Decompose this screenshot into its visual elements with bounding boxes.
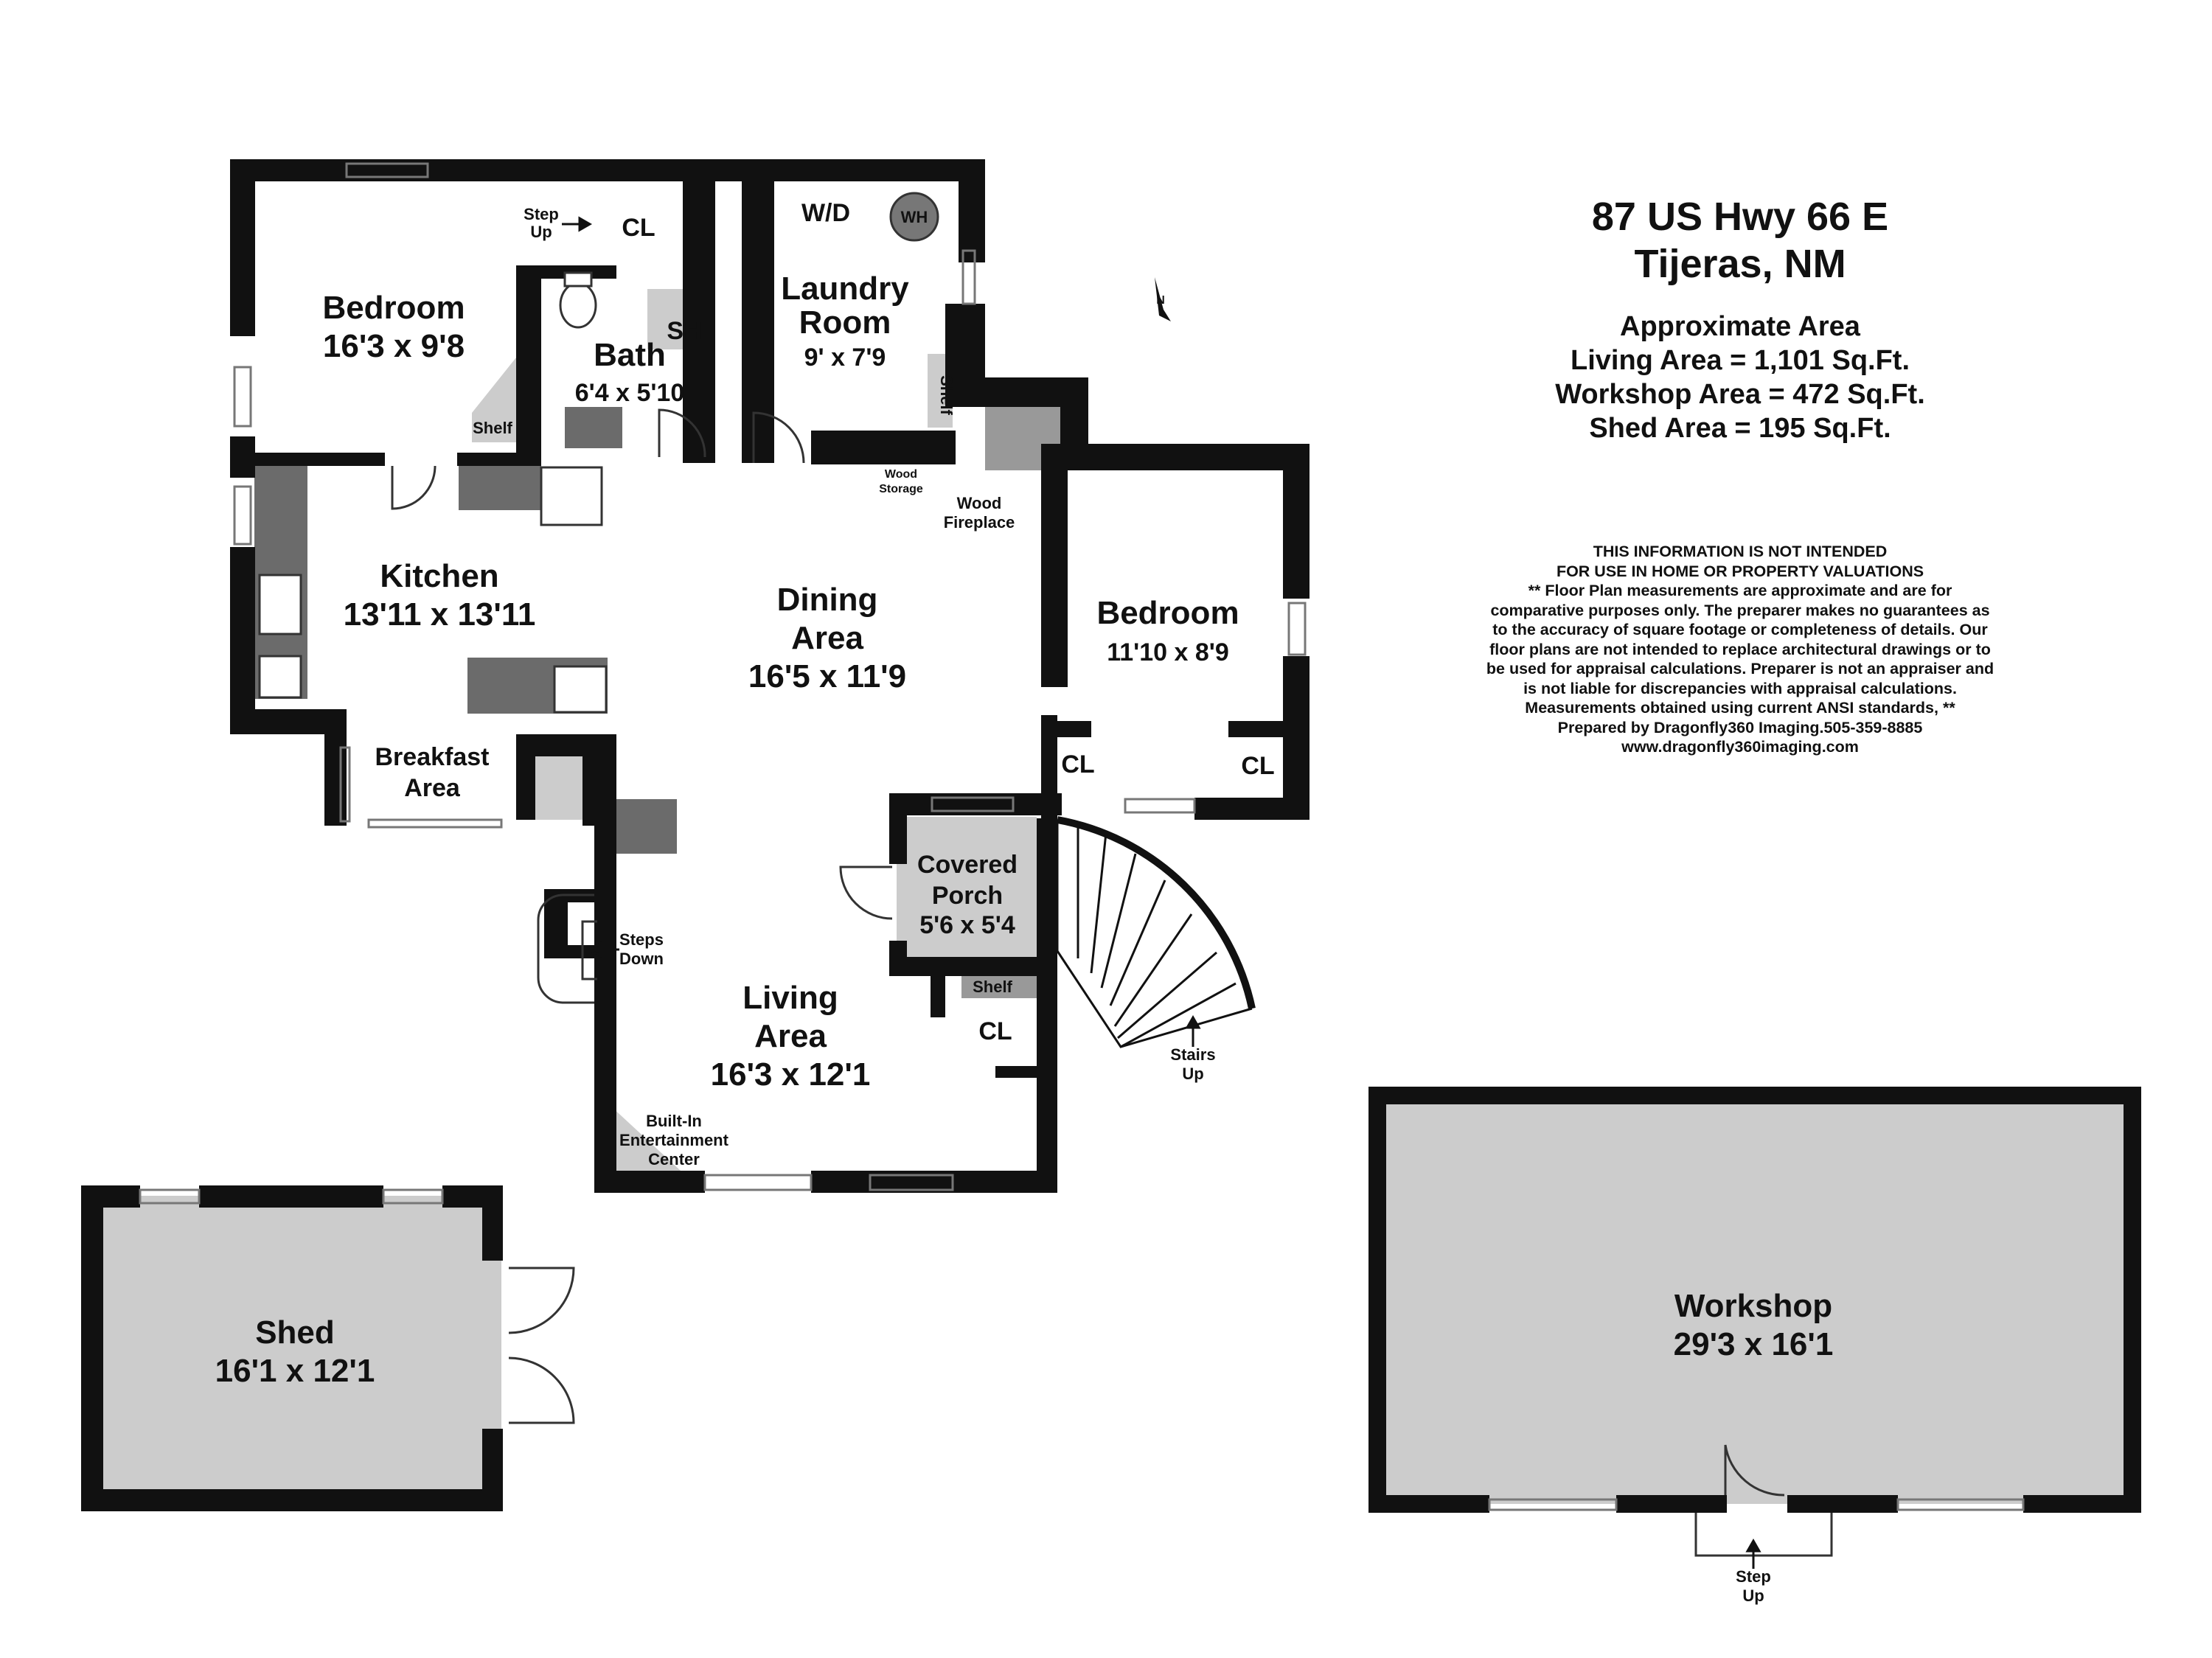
area-shed: Shed Area = 195 Sq.Ft. (1589, 413, 1891, 444)
dining-name1: Dining (777, 582, 878, 618)
shed-name: Shed (255, 1314, 335, 1351)
shed-dims: 16'1 x 12'1 (215, 1353, 375, 1389)
shelf-label-1: Shelf (473, 419, 512, 437)
disclaimer-line: THIS INFORMATION IS NOT INTENDED (1593, 543, 1888, 560)
bedroom1-name: Bedroom (322, 290, 465, 326)
fireplace-insert (612, 799, 677, 854)
step-up-label-2: Up (530, 223, 552, 241)
fixtures (258, 192, 939, 714)
bedroom2-name: Bedroom (1096, 595, 1239, 631)
disclaimer-line: is not liable for discrepancies with app… (1523, 679, 1957, 697)
curved-stairs (1056, 816, 1256, 1048)
disclaimer-line: ** Floor Plan measurements are approxima… (1528, 582, 1952, 599)
stairs-up-label-1: Stairs (1170, 1045, 1215, 1064)
washer-dryer-label: W/D (801, 199, 850, 227)
shower-label: SH (667, 317, 701, 345)
area-workshop: Workshop Area = 472 Sq.Ft. (1555, 379, 1925, 410)
living-dims: 16'3 x 12'1 (711, 1056, 871, 1093)
north-arrow-icon: N (1155, 277, 1171, 321)
entertainment-label-1: Built-In (646, 1112, 702, 1130)
disclaimer: THIS INFORMATION IS NOT INTENDED FOR USE… (1445, 542, 2035, 757)
porch-name1: Covered (917, 851, 1018, 879)
disclaimer-line: www.dragonfly360imaging.com (1621, 738, 1859, 756)
disclaimer-line: to the accuracy of square footage or com… (1492, 621, 1988, 638)
wood-storage-label-2: Storage (879, 483, 923, 495)
living-name1: Living (742, 980, 838, 1016)
doors (391, 408, 1833, 1557)
shelf-living (961, 973, 1038, 998)
breakfast-name1: Breakfast (375, 743, 490, 771)
porch-name2: Porch (932, 882, 1003, 910)
windows (139, 162, 2025, 1511)
area-living: Living Area = 1,101 Sq.Ft. (1570, 345, 1910, 376)
breakfast-name2: Area (404, 774, 461, 802)
laundry-name2: Room (799, 304, 891, 341)
living-name2: Area (754, 1018, 827, 1054)
area-summary: Approximate Area Living Area = 1,101 Sq.… (1489, 310, 1991, 445)
workshop-step-up-1: Step (1736, 1567, 1771, 1586)
water-heater-icon (889, 192, 939, 242)
bath-name: Bath (594, 337, 666, 373)
shelf-label-3: Shelf (937, 375, 956, 415)
disclaimer-line: floor plans are not intended to replace … (1489, 640, 1991, 658)
bedroom1-dims: 16'3 x 9'8 (323, 328, 465, 364)
bedroom-shelf-corner (472, 354, 519, 442)
bedroom2-dims: 11'10 x 8'9 (1107, 638, 1229, 666)
workshop-dims: 29'3 x 16'1 (1674, 1326, 1834, 1362)
kitchen-dims: 13'11 x 13'11 (344, 596, 536, 633)
disclaimer-line: be used for appraisal calculations. Prep… (1486, 660, 1994, 678)
svg-text:N: N (1156, 294, 1165, 307)
stairs-up-label-2: Up (1182, 1065, 1203, 1083)
disclaimer-line: comparative purposes only. The preparer … (1490, 601, 1990, 619)
porch-dims: 5'6 x 5'4 (919, 911, 1015, 939)
workshop-floor (1371, 1088, 2138, 1504)
entertainment-label-2: Entertainment (619, 1131, 729, 1149)
steps-down-label-2: Down (619, 950, 664, 968)
laundry-dims: 9' x 7'9 (804, 344, 886, 372)
disclaimer-line: Prepared by Dragonfly360 Imaging.505-359… (1557, 718, 1923, 736)
entertainment-center (611, 1106, 690, 1180)
entertainment-label-3: Center (648, 1150, 700, 1168)
closet-label-3: CL (1241, 752, 1274, 780)
area-heading: Approximate Area (1620, 311, 1860, 342)
property-address: 87 US Hwy 66 E Tijeras, NM (1489, 193, 1991, 288)
shed-floor (81, 1196, 501, 1505)
dining-name2: Area (791, 620, 863, 656)
kitchen-name: Kitchen (380, 558, 498, 594)
toilet-icon (559, 282, 597, 329)
address-line2: Tijeras, NM (1634, 242, 1846, 286)
water-heater-label: WH (901, 208, 928, 226)
arrows (562, 216, 1761, 1569)
vanity (565, 407, 622, 448)
closet-label-2: CL (1061, 750, 1094, 779)
steps-down-label-1: Steps (619, 930, 664, 949)
step-up-label-1: Step (524, 205, 559, 223)
shelf-label-2: Shelf (973, 978, 1012, 996)
closet-label-1: CL (622, 214, 655, 242)
disclaimer-line: FOR USE IN HOME OR PROPERTY VALUATIONS (1556, 562, 1924, 580)
wood-fireplace-label-1: Wood (957, 494, 1002, 512)
walls (81, 159, 2141, 1513)
workshop-name: Workshop (1674, 1288, 1832, 1324)
disclaimer-line: Measurements obtained using current ANSI… (1525, 699, 1955, 717)
bath-dims: 6'4 x 5'10 (575, 379, 685, 407)
address-line1: 87 US Hwy 66 E (1591, 195, 1889, 239)
wood-storage-label-1: Wood (885, 468, 917, 481)
wood-fireplace-label-2: Fireplace (944, 513, 1015, 532)
dining-dims: 16'5 x 11'9 (748, 658, 906, 694)
porch-floor (897, 817, 1037, 976)
laundry-name1: Laundry (781, 271, 909, 307)
closet-label-4: CL (978, 1017, 1012, 1045)
workshop-step-up-2: Up (1742, 1586, 1764, 1605)
